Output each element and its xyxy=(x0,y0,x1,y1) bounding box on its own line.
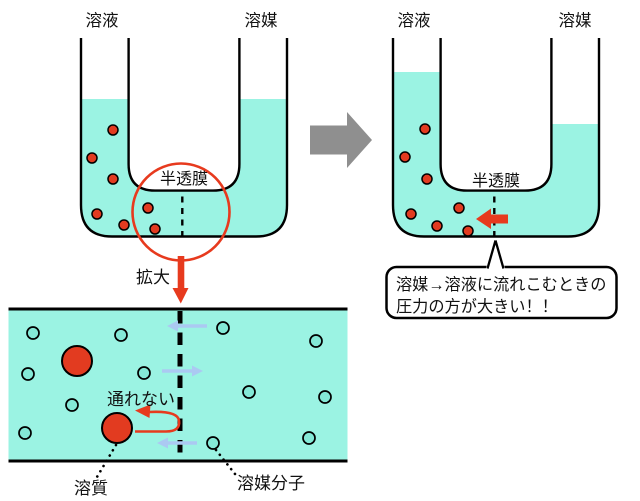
right-u-tube xyxy=(391,38,601,238)
solute-dot xyxy=(107,124,119,136)
solvent-flow-arrow-head xyxy=(192,365,203,377)
solute-dot xyxy=(86,152,98,164)
zoom-arrow-stem xyxy=(177,256,185,289)
solute-label: 溶質 xyxy=(74,479,108,498)
solvent-molecule-leader-line xyxy=(214,448,237,476)
solvent-molecule xyxy=(21,367,35,381)
tube-outer-wall xyxy=(391,38,601,238)
left-solvent-label: 溶媒 xyxy=(245,11,279,30)
solute-dot xyxy=(149,223,161,235)
enlarged-view xyxy=(8,307,348,479)
solute-dot xyxy=(462,225,474,237)
solute-particle xyxy=(61,345,93,377)
left-u-tube xyxy=(79,38,289,238)
enlarged-top-border xyxy=(8,307,348,311)
solvent-molecule xyxy=(242,385,256,399)
solvent-molecule xyxy=(206,436,220,450)
tube-inner-wall xyxy=(127,38,241,192)
solute-dot xyxy=(107,173,119,185)
solute-dot xyxy=(405,208,417,220)
solute-dot xyxy=(421,173,433,185)
solvent-molecule xyxy=(26,326,40,340)
solute-leader-line xyxy=(95,443,118,479)
solvent-molecule xyxy=(318,390,332,404)
zoom-arrow-head xyxy=(172,288,189,304)
pressure-callout: 溶媒→溶液に流れこむときの 圧力の方が大きい！！ xyxy=(385,239,618,320)
left-solution-label: 溶液 xyxy=(86,11,119,30)
solvent-molecule xyxy=(18,426,32,440)
solvent-molecule xyxy=(65,398,79,412)
solute-dot xyxy=(431,220,443,232)
callout-tail-outline xyxy=(486,240,505,269)
solute-dot xyxy=(419,123,431,135)
solute-dot xyxy=(91,208,103,220)
right-membrane-label: 半透膜 xyxy=(472,172,520,190)
enlarged-bottom-border xyxy=(8,459,348,463)
solute-dot xyxy=(399,151,411,163)
cannot-pass-label: 通れない xyxy=(107,390,175,409)
solvent-molecule xyxy=(114,328,128,342)
solvent-flow-arrow-head xyxy=(167,320,178,332)
solvent-flow-arrow-head xyxy=(157,437,168,449)
callout-line1: 溶媒→溶液に流れこむときの xyxy=(396,276,606,294)
callout-line2: 圧力の方が大きい！！ xyxy=(396,298,558,316)
zoom-label: 拡大 xyxy=(136,268,170,287)
tube-inner-wall xyxy=(439,38,553,192)
zoom-arrow-icon xyxy=(172,256,189,304)
solvent-molecule xyxy=(309,334,323,348)
solute-dot xyxy=(118,219,130,231)
solute-particle xyxy=(101,412,133,444)
solvent-molecule xyxy=(216,321,230,335)
solute-dot xyxy=(142,202,154,214)
solvent-molecule xyxy=(137,366,151,380)
solvent-molecule xyxy=(302,431,316,445)
inflow-arrow-icon xyxy=(476,208,508,229)
solvent-molecule-label: 溶媒分子 xyxy=(237,474,305,493)
bounce-back-arrow-head xyxy=(135,404,151,418)
right-solution-label: 溶液 xyxy=(398,11,431,30)
transition-arrow-icon xyxy=(310,112,372,168)
bounce-back-arrow xyxy=(135,410,181,433)
left-membrane-label: 半透膜 xyxy=(160,170,208,188)
solute-dot xyxy=(453,202,465,214)
right-solvent-label: 溶媒 xyxy=(559,11,593,30)
tube-outer-wall xyxy=(79,38,289,238)
